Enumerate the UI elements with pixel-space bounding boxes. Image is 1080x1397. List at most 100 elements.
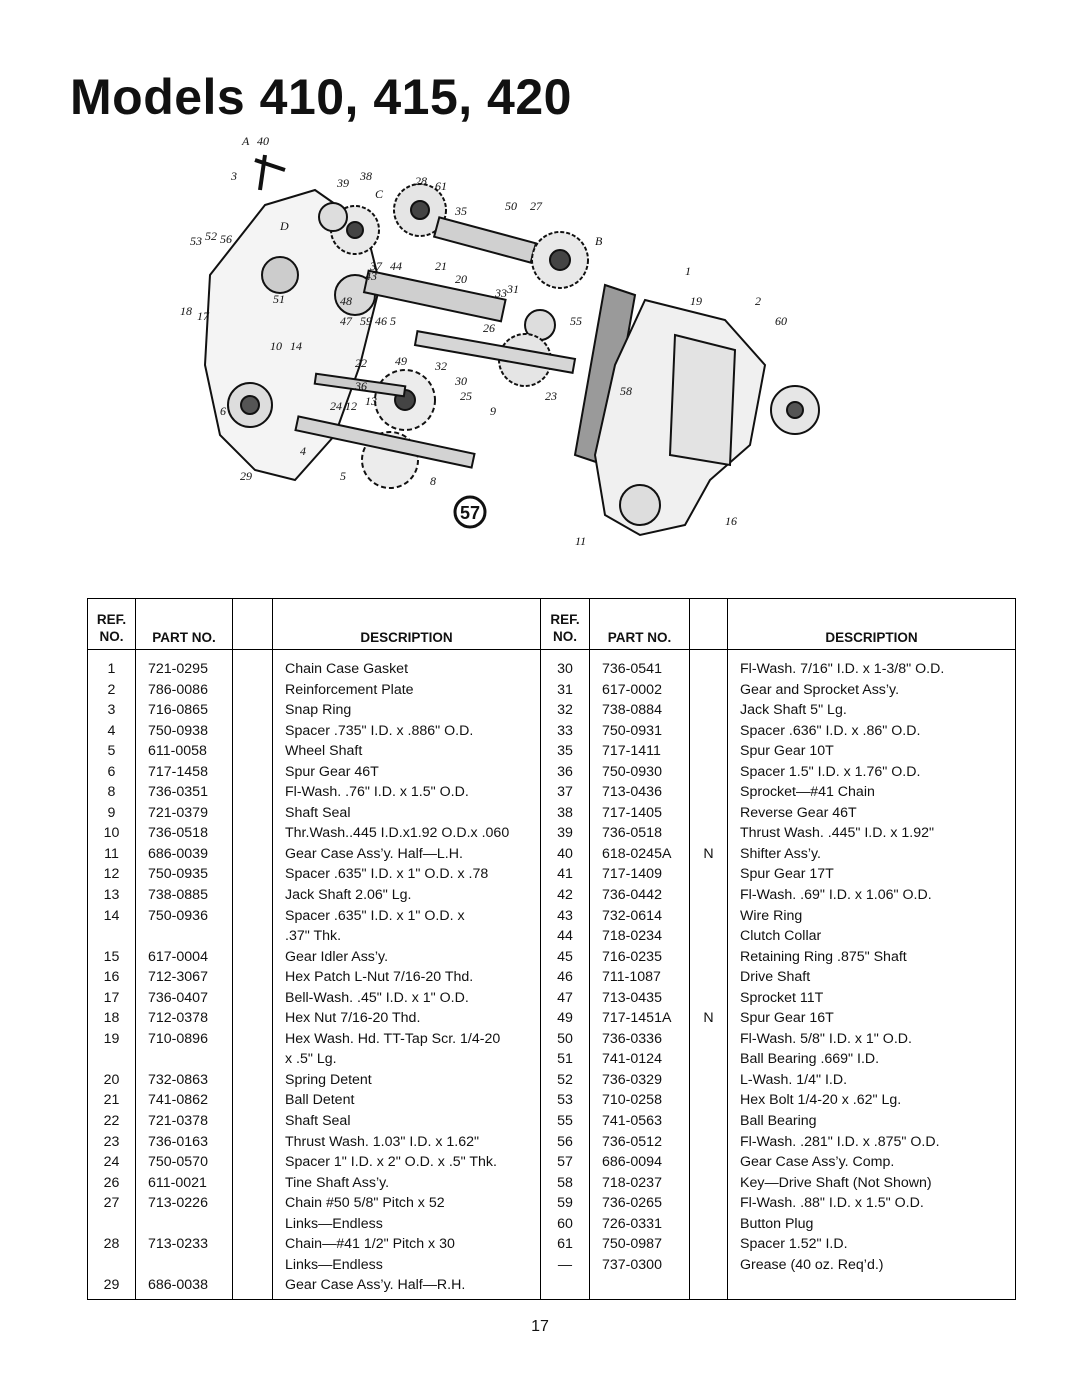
part-no-cell: 736-0336 (602, 1030, 662, 1047)
description-cell: Grease (40 oz. Req’d.) (740, 1256, 884, 1273)
description-column-cell: Chain—#41 1/2" Pitch x 30 (272, 1234, 541, 1255)
part-no-cell: 713-0435 (602, 989, 662, 1006)
part-no-cell: 686-0094 (602, 1154, 662, 1171)
flag-cell (233, 680, 272, 701)
ref-no-cell: 51 (557, 1051, 573, 1068)
flag-column-cell (232, 1275, 273, 1300)
flag-column-cell (689, 802, 728, 824)
ref-no-cell: 52 (557, 1071, 573, 1088)
description-cell: Spacer 1" I.D. x 2" O.D. x .5" Thk. (285, 1154, 497, 1171)
description-cell: Drive Shaft (740, 969, 811, 986)
callout-label: 31 (506, 282, 519, 296)
description-column-cell: Tine Shaft Ass’y. (272, 1172, 541, 1194)
flag-column-cell (689, 946, 728, 968)
flag-cell (690, 1193, 727, 1214)
description-column-cell: Fl-Wash. .281" I.D. x .875" O.D. (727, 1131, 1016, 1153)
flag-column-cell (232, 1152, 273, 1173)
flag-cell (690, 885, 727, 906)
flag-cell (233, 721, 272, 742)
flag-column-cell (232, 987, 273, 1009)
flag-column-cell: N (689, 843, 728, 865)
part-no-column-cell: 686-0039 (135, 843, 233, 865)
description-header: DESCRIPTION (727, 598, 1016, 650)
description-cell: Spur Gear 16T (740, 1010, 834, 1027)
callout-label: 47 (340, 314, 353, 328)
description-column-cell: Fl-Wash. .88" I.D. x 1.5" O.D. (727, 1193, 1016, 1214)
part-no-cell: 750-0570 (148, 1154, 208, 1171)
part-no-column-cell: 686-0094 (589, 1152, 690, 1173)
description-cell: Hex Patch L-Nut 7/16-20 Thd. (285, 969, 474, 986)
part-no-column-cell: 717-1458 (135, 761, 233, 783)
ref-no-column-cell: 28 (87, 1234, 136, 1255)
part-no-column-cell: 736-0407 (135, 987, 233, 1009)
part-no-column-cell: 741-0124 (589, 1049, 690, 1070)
description-column-cell: Thr.Wash..445 I.D.x1.92 O.D.x .060 (272, 823, 541, 844)
flag-cell: N (703, 845, 714, 862)
flag-cell (690, 1111, 727, 1132)
part-no-cell: 750-0987 (602, 1236, 662, 1253)
ref-no-cell: 59 (557, 1195, 573, 1212)
flag-column-cell (689, 700, 728, 721)
part-no-cell (148, 1214, 232, 1235)
flag-column-cell (689, 1254, 728, 1276)
flag-cell (690, 1049, 727, 1070)
callout-label: 21 (435, 259, 447, 273)
description-column-cell: Gear and Sprocket Ass’y. (727, 679, 1016, 701)
ref-no-cell: 22 (103, 1113, 120, 1130)
ref-no-cell: 27 (103, 1195, 120, 1212)
ref-no-column-cell: 16 (87, 967, 136, 988)
part-no-column-cell: 713-0226 (135, 1193, 233, 1214)
ref-no-cell: 42 (557, 887, 573, 904)
description-column-cell: Ball Bearing (727, 1111, 1016, 1132)
flag-column-cell (232, 843, 273, 865)
ref-no-cell: 19 (103, 1030, 120, 1047)
flag-column-cell (689, 1193, 728, 1214)
ref-no-cell: — (557, 1256, 573, 1273)
ref-no-column-cell: 12 (87, 864, 136, 886)
callout-label: 29 (240, 469, 252, 483)
description-cell: Spacer 1.52" I.D. (740, 1236, 848, 1253)
ref-no-column-cell: 32 (540, 700, 590, 721)
flag-column-cell (689, 1172, 728, 1194)
description-column-cell: Thrust Wash. .445" I.D. x 1.92" (727, 823, 1016, 844)
flag-column-cell (689, 1069, 728, 1091)
ref-no-cell (541, 1275, 589, 1296)
ref-no-cell: 61 (557, 1236, 573, 1253)
flag-cell (690, 1214, 727, 1235)
flag-column-cell (232, 967, 273, 988)
description-cell: Chain Case Gasket (285, 661, 409, 677)
part-no-column-cell: 732-0863 (135, 1069, 233, 1091)
description-column-cell: Sprocket 11T (727, 987, 1016, 1009)
part-no-cell (148, 926, 232, 947)
flag-cell (690, 1275, 727, 1296)
flag-cell (233, 700, 272, 721)
description-column-cell: Spacer .636" I.D. x .86" O.D. (727, 720, 1016, 742)
ref-no-column-cell: 35 (540, 741, 590, 762)
flag-column-cell (689, 761, 728, 783)
ref-no-column-cell: 4 (87, 720, 136, 742)
flag-cell (233, 1049, 272, 1070)
ref-no-cell: 31 (557, 681, 573, 698)
ref-no-column-cell: 52 (540, 1069, 590, 1091)
part-no-column-cell: 736-0336 (589, 1028, 690, 1050)
part-no-column-cell: 750-0935 (135, 864, 233, 886)
part-no-column-cell (135, 1254, 233, 1276)
callout-label: 6 (220, 404, 226, 418)
flag-cell (690, 823, 727, 844)
ref-no-cell: 20 (103, 1071, 120, 1088)
flag-column-cell (232, 905, 273, 927)
part-no-cell: 721-0378 (148, 1113, 208, 1130)
part-no-column-cell: 717-1411 (589, 741, 690, 762)
flag-cell (690, 1152, 727, 1173)
part-no-cell: 736-0329 (602, 1071, 662, 1088)
part-no-column-cell: 750-0931 (589, 720, 690, 742)
description-cell: Wheel Shaft (285, 743, 363, 760)
description-cell: Spacer .735" I.D. x .886" O.D. (285, 722, 474, 739)
callout-label: 13 (365, 394, 377, 408)
flag-cell (233, 864, 272, 885)
part-no-column-cell: 713-0435 (589, 987, 690, 1009)
